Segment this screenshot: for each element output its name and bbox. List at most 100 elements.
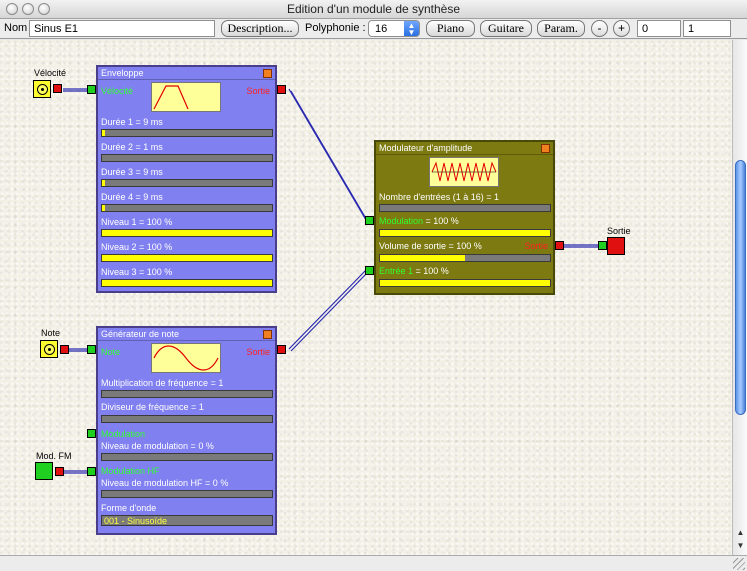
enveloppe-param-label: Durée 4 = 9 ms [101, 192, 163, 202]
enveloppe-param-fill [102, 130, 105, 136]
value-field-b[interactable]: 1 [683, 20, 731, 37]
envelope-shape-icon [153, 85, 189, 110]
enveloppe-param-label: Niveau 3 = 100 % [101, 267, 173, 277]
mod-fm-label: Mod. FM [36, 451, 72, 461]
guitare-button[interactable]: Guitare [480, 20, 532, 37]
connection-wires [63, 88, 598, 474]
mult-slider[interactable] [101, 390, 273, 398]
patch-canvas[interactable]: Vélocité Note Mod. FM Sortie Enveloppe V… [0, 40, 732, 555]
enveloppe-param-label: Niveau 2 = 100 % [101, 242, 173, 252]
enveloppe-param-slider[interactable] [101, 179, 273, 187]
div-label: Diviseur de fréquence = 1 [101, 402, 204, 412]
enveloppe-param-label: Durée 3 = 9 ms [101, 167, 163, 177]
enveloppe-module[interactable]: Enveloppe Vélocité Sortie Durée 1 = 9 ms… [96, 65, 277, 293]
generateur-module[interactable]: Générateur de note Note Sortie Multiplic… [96, 326, 277, 535]
generateur-output-port[interactable] [277, 345, 286, 354]
modulation-fill [380, 230, 550, 236]
scroll-up-arrow-icon[interactable]: ▲ [736, 528, 745, 537]
modulateur-modulation-input-port[interactable] [365, 216, 374, 225]
enveloppe-output-port[interactable] [277, 85, 286, 94]
enveloppe-input-label: Vélocité [101, 86, 134, 96]
sortie-output-icon[interactable] [607, 237, 625, 255]
volume-slider[interactable] [379, 254, 551, 262]
entree1-slider[interactable] [379, 279, 551, 287]
entree1-label: Entrée 1 [379, 266, 414, 276]
velocite-knob-icon[interactable] [33, 80, 51, 98]
generateur-modulation-hf-input-port[interactable] [87, 467, 96, 476]
minimize-window-icon[interactable] [22, 3, 34, 15]
modulateur-output-label: Sortie [524, 241, 548, 251]
enveloppe-param-slider[interactable] [101, 254, 273, 262]
modulateur-title: Modulateur d'amplitude [376, 142, 553, 155]
enveloppe-param-label: Durée 2 = 1 ms [101, 142, 163, 152]
knob-icon [37, 84, 48, 95]
sortie-input-port[interactable] [598, 241, 607, 250]
enveloppe-graph [151, 82, 221, 112]
niveau-mod-hf-label: Niveau de modulation HF = 0 % [101, 478, 229, 488]
modulation-slider[interactable] [379, 229, 551, 237]
modulation-label: Modulation [379, 216, 424, 226]
plus-button[interactable]: + [613, 20, 630, 37]
enveloppe-param-slider[interactable] [101, 129, 273, 137]
polyphonie-value: 16 [375, 23, 388, 35]
forme-select[interactable]: 001 - Sinusoïde [101, 515, 273, 526]
knob-icon [44, 344, 55, 355]
niveau-mod-hf-slider[interactable] [101, 490, 273, 498]
scroll-thumb[interactable] [735, 160, 746, 415]
entrees-slider[interactable] [379, 204, 551, 212]
niveau-mod-label: Niveau de modulation = 0 % [101, 441, 214, 451]
vertical-scrollbar[interactable]: ▲ ▼ [732, 40, 747, 555]
nom-input[interactable]: Sinus E1 [29, 20, 215, 37]
minus-button[interactable]: - [591, 20, 608, 37]
enveloppe-param-slider[interactable] [101, 204, 273, 212]
modulateur-graph [429, 157, 499, 187]
generateur-modulation-input-port[interactable] [87, 429, 96, 438]
forme-label: Forme d'onde [101, 503, 157, 513]
polyphonie-select[interactable]: 16 ▲▼ [368, 20, 420, 37]
entree1-param: Entrée 1 = 100 % [379, 266, 449, 276]
modulation-value: = 100 % [423, 216, 459, 226]
volume-label: Volume de sortie = 100 % [379, 241, 482, 251]
modulation-input-label: Modulation [101, 429, 146, 439]
modulateur-module[interactable]: Modulateur d'amplitude Nombre d'entrées … [374, 140, 555, 295]
velocite-label: Vélocité [34, 68, 67, 78]
generateur-title: Générateur de note [98, 328, 275, 341]
polyphonie-label: Polyphonie : [305, 22, 366, 34]
value-field-a[interactable]: 0 [637, 20, 681, 37]
note-output-port[interactable] [60, 345, 69, 354]
resize-grip-icon[interactable] [733, 558, 745, 570]
note-knob-icon[interactable] [40, 340, 58, 358]
entree1-value: = 100 % [413, 266, 449, 276]
window-title: Edition d'un module de synthèse [286, 2, 461, 16]
enveloppe-param-fill [102, 205, 105, 211]
modulateur-output-port[interactable] [555, 241, 564, 250]
generateur-note-input-port[interactable] [87, 345, 96, 354]
title-bar: Edition d'un module de synthèse [0, 0, 747, 19]
description-button[interactable]: Description... [221, 20, 299, 37]
velocite-output-port[interactable] [53, 84, 62, 93]
scroll-down-arrow-icon[interactable]: ▼ [736, 541, 745, 550]
note-label: Note [41, 328, 61, 338]
modulateur-close-icon[interactable] [541, 144, 550, 153]
modulateur-entree1-input-port[interactable] [365, 266, 374, 275]
div-slider[interactable] [101, 415, 273, 423]
enveloppe-param-slider[interactable] [101, 279, 273, 287]
generateur-close-icon[interactable] [263, 330, 272, 339]
modulation-hf-input-label: Modulation HF [101, 466, 160, 476]
close-window-icon[interactable] [6, 3, 18, 15]
niveau-mod-slider[interactable] [101, 453, 273, 461]
enveloppe-param-fill [102, 230, 272, 236]
mod-fm-output-port[interactable] [55, 467, 64, 476]
piano-button[interactable]: Piano [426, 20, 475, 37]
enveloppe-velocite-input-port[interactable] [87, 85, 96, 94]
enveloppe-param-label: Durée 1 = 9 ms [101, 117, 163, 127]
status-bar [0, 555, 747, 571]
param-button[interactable]: Param. [537, 20, 585, 37]
mod-fm-input-icon[interactable] [35, 462, 53, 480]
enveloppe-param-slider[interactable] [101, 229, 273, 237]
enveloppe-close-icon[interactable] [263, 69, 272, 78]
entree1-fill [380, 280, 550, 286]
enveloppe-param-slider[interactable] [101, 154, 273, 162]
zoom-window-icon[interactable] [38, 3, 50, 15]
